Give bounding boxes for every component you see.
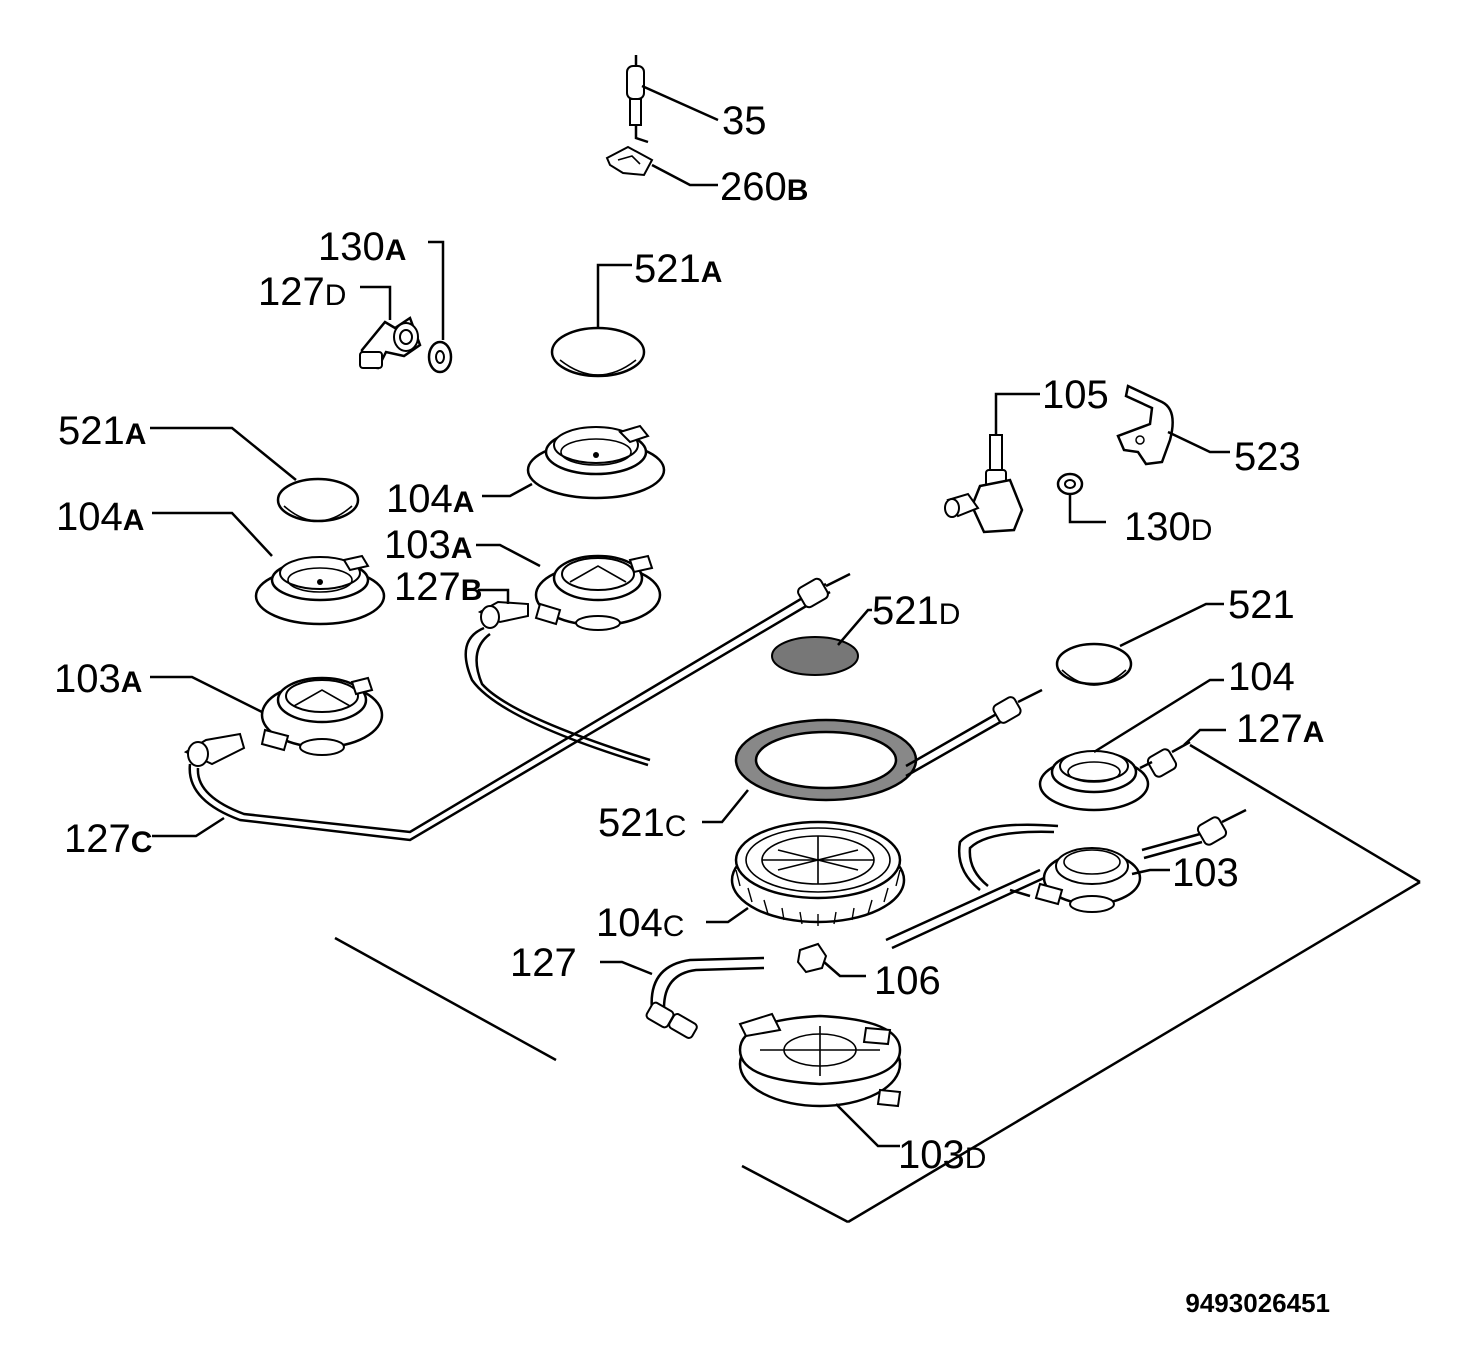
label-103a-left: 103A: [54, 657, 142, 701]
part-521a-top-cap: [550, 263, 646, 378]
label-35: 35: [722, 99, 767, 143]
pipe-right-upper: [905, 688, 1043, 778]
label-127d: 127D: [258, 270, 346, 314]
label-130a: 130A: [318, 225, 406, 269]
part-521c-ring: [702, 718, 918, 824]
label-106: 106: [874, 959, 941, 1003]
label-127c: 127C: [64, 817, 152, 861]
part-127b-pipe: [464, 588, 651, 767]
label-104a-mid: 104A: [386, 477, 474, 521]
label-104: 104: [1228, 655, 1295, 699]
reference-number: 9493026451: [1185, 1288, 1330, 1318]
part-103a-left-base: [150, 675, 384, 756]
label-104c: 104C: [596, 901, 684, 945]
hob-outline: [334, 743, 1421, 1224]
label-521: 521: [1228, 583, 1295, 627]
label-521a-top: 521A: [634, 247, 722, 291]
pipe-right-lower: [885, 868, 1045, 950]
label-127a: 127A: [1236, 707, 1324, 751]
label-127b: 127B: [394, 565, 482, 609]
label-523: 523: [1234, 435, 1301, 479]
part-130d-washer: [1056, 472, 1106, 524]
part-523-bracket: [1116, 384, 1230, 466]
part-521a-left-cap: [150, 426, 360, 523]
label-127: 127: [510, 941, 577, 985]
label-260b: 260B: [720, 165, 808, 209]
label-104a-left: 104A: [56, 495, 144, 539]
part-127d-elbow: [359, 285, 422, 370]
part-521-cap: [1055, 602, 1224, 686]
part-105-valve: [944, 392, 1040, 534]
part-104a-left-crown: [152, 511, 386, 626]
label-103: 103: [1172, 851, 1239, 895]
part-127a-nut: [1139, 728, 1226, 778]
part-127c-pipe: [152, 572, 851, 842]
label-130d: 130D: [1124, 505, 1212, 549]
label-103d: 103D: [898, 1133, 986, 1177]
label-521c: 521C: [598, 801, 686, 845]
part-104-crown: [1038, 678, 1224, 812]
part-103d-large-base: [738, 1012, 902, 1148]
part-103-base: [957, 808, 1247, 913]
part-104c-large-crown: [706, 820, 906, 926]
part-35-thermocouple: [626, 55, 719, 144]
label-521d: 521D: [872, 589, 960, 633]
label-105: 105: [1042, 373, 1109, 417]
label-521a-left: 521A: [58, 409, 146, 453]
part-104a-mid-crown: [482, 424, 666, 500]
part-127-pipe: [600, 956, 765, 1039]
part-130a-washer: [427, 240, 453, 374]
part-103a-mid-base: [476, 543, 662, 631]
part-521d-mesh: [771, 608, 872, 676]
label-103a-mid: 103A: [384, 523, 472, 567]
part-106-injector: [796, 942, 866, 978]
part-260b-clip: [605, 145, 718, 187]
